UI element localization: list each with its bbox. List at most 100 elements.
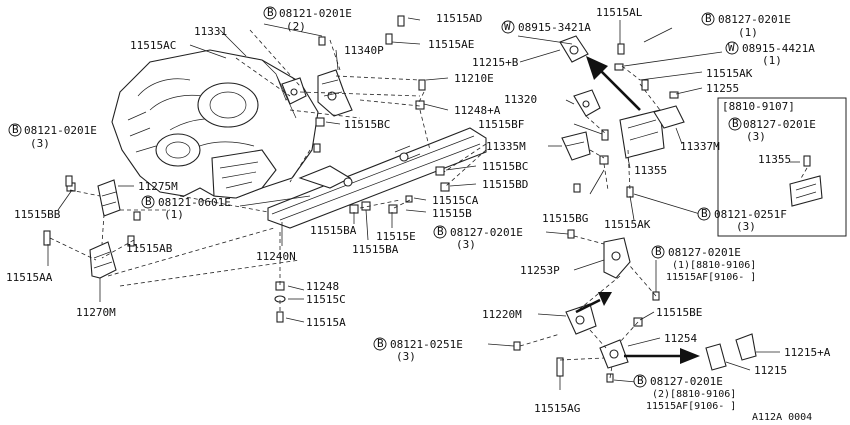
label-08127-0201E-b: 08127-0201E bbox=[650, 375, 723, 388]
inset-bolt-label: 08127-0201E bbox=[743, 118, 816, 131]
washer-prefix-icon: W bbox=[504, 20, 511, 33]
label-11515BA-2: 11515BA bbox=[352, 243, 399, 256]
label-11515A: 11515A bbox=[306, 316, 346, 329]
label-11215A: 11215+A bbox=[784, 346, 831, 359]
label-11515AG: 11515AG bbox=[534, 402, 580, 415]
callout-labels: 11331 11515AC B 08121-0201E (2) 11515AD … bbox=[6, 6, 831, 423]
label-11337M: 11337M bbox=[680, 140, 720, 153]
bolt-prefix-icon: B bbox=[267, 6, 274, 19]
mount-11270M bbox=[89, 241, 117, 279]
label-08121-0251E-qty: (3) bbox=[396, 350, 416, 363]
label-11515AB: 11515AB bbox=[126, 242, 173, 255]
label-11220M: 11220M bbox=[482, 308, 522, 321]
label-11515AD: 11515AD bbox=[436, 12, 482, 25]
direction-arrow-upper bbox=[586, 56, 641, 111]
label-11320: 11320 bbox=[504, 93, 537, 106]
label-11515AK-top: 11515AK bbox=[706, 67, 753, 80]
label-11515BC-left: 11515BC bbox=[344, 118, 390, 131]
label-08127-0201E-mid-qty: (3) bbox=[456, 238, 476, 251]
bolt-prefix-icon: B bbox=[637, 374, 644, 387]
label-11255: 11255 bbox=[706, 82, 739, 95]
label-11248A: 11248+A bbox=[454, 104, 501, 117]
label-08127-0201E-r-qty1: (1)[8810-9106] bbox=[672, 260, 756, 271]
label-11335M: 11335M bbox=[486, 140, 526, 153]
label-08121-0251E: 08121-0251E bbox=[390, 338, 463, 351]
bracket-11253P bbox=[603, 237, 631, 279]
label-11275M: 11275M bbox=[138, 180, 178, 193]
label-11515C: 11515C bbox=[306, 293, 346, 306]
label-08121-0201E-left: 08121-0201E bbox=[24, 124, 97, 137]
upper-bracket-11331 bbox=[281, 77, 307, 105]
bolt-prefix-icon: B bbox=[12, 123, 19, 136]
mount-11254 bbox=[599, 339, 629, 369]
crossmember-part bbox=[267, 127, 487, 229]
washer-prefix-icon: W bbox=[728, 41, 735, 54]
label-11331: 11331 bbox=[194, 25, 227, 38]
direction-arrow-middle bbox=[575, 292, 612, 314]
inset-panel: [8810-9107] B 08127-0201E (3) 11355 bbox=[717, 97, 847, 237]
label-08121-0201E-top-qty: (2) bbox=[286, 20, 306, 33]
bolt-prefix-icon: B bbox=[701, 207, 708, 220]
label-11215: 11215 bbox=[754, 364, 787, 377]
label-08915-3421A: 08915-3421A bbox=[518, 21, 591, 34]
label-11355: 11355 bbox=[634, 164, 667, 177]
label-08121-0251F: 08121-0251F bbox=[714, 208, 787, 221]
label-11215B: 11215+B bbox=[472, 56, 519, 69]
label-11253P: 11253P bbox=[520, 264, 560, 277]
label-08127-0201E-b-qty2: 11515AF[9106- ] bbox=[646, 401, 736, 412]
insulator-11215-pair bbox=[705, 333, 757, 371]
label-08915-4421A: 08915-4421A bbox=[742, 42, 815, 55]
label-11515B: 11515B bbox=[432, 207, 472, 220]
bolt-prefix-icon: B bbox=[655, 245, 662, 258]
hardware-fasteners bbox=[43, 15, 679, 383]
label-08121-0601E: 08121-0601E bbox=[158, 196, 231, 209]
label-11515BC-mid: 11515BC bbox=[482, 160, 528, 173]
label-08121-0251F-qty: (3) bbox=[736, 220, 756, 233]
mount-11220M bbox=[565, 303, 597, 335]
label-08121-0601E-qty: (1) bbox=[164, 208, 184, 221]
label-11515E: 11515E bbox=[376, 230, 416, 243]
label-08127-0201E-mid: 08127-0201E bbox=[450, 226, 523, 239]
label-11515AC: 11515AC bbox=[130, 39, 176, 52]
label-11210E: 11210E bbox=[454, 72, 494, 85]
label-11515AA: 11515AA bbox=[6, 271, 53, 284]
label-11240N: 11240N bbox=[256, 250, 296, 263]
dashed-connection-lines bbox=[49, 29, 661, 379]
engine-block-illustration bbox=[111, 49, 319, 199]
label-11515AE: 11515AE bbox=[428, 38, 474, 51]
label-08127-0201E-tr-qty: (1) bbox=[738, 26, 758, 39]
mount-11335M bbox=[561, 131, 591, 161]
bolt-prefix-icon: B bbox=[145, 195, 152, 208]
mount-11275M bbox=[97, 179, 121, 217]
leader-lines bbox=[47, 17, 780, 390]
bolt-prefix-icon: B bbox=[705, 12, 712, 25]
inset-bolt-qty: (3) bbox=[746, 130, 766, 143]
label-11515AK-bot: 11515AK bbox=[604, 218, 651, 231]
label-11515BB: 11515BB bbox=[14, 208, 61, 221]
label-11515BA-1: 11515BA bbox=[310, 224, 357, 237]
bolt-prefix-icon: B bbox=[377, 337, 384, 350]
label-11515BG: 11515BG bbox=[542, 212, 588, 225]
figure-code: A112A 0004 bbox=[752, 412, 812, 423]
label-11254: 11254 bbox=[664, 332, 697, 345]
inset-date-range: [8810-9107] bbox=[722, 100, 795, 113]
label-08127-0201E-r-qty2: 11515AF[9106- ] bbox=[666, 272, 756, 283]
label-08127-0201E-tr: 08127-0201E bbox=[718, 13, 791, 26]
label-11515AL: 11515AL bbox=[596, 6, 643, 19]
label-11515CA: 11515CA bbox=[432, 194, 479, 207]
label-11515BF: 11515BF bbox=[478, 118, 524, 131]
direction-arrow-lower bbox=[624, 348, 700, 364]
bracket-11355 bbox=[619, 109, 665, 159]
label-11515BE: 11515BE bbox=[656, 306, 702, 319]
label-11515BD: 11515BD bbox=[482, 178, 528, 191]
bolt-prefix-icon: B bbox=[732, 117, 739, 130]
label-08127-0201E-r: 08127-0201E bbox=[668, 246, 741, 259]
label-08121-0201E-top: 08121-0201E bbox=[279, 7, 352, 20]
label-11340P: 11340P bbox=[344, 44, 384, 57]
label-08121-0201E-left-qty: (3) bbox=[30, 137, 50, 150]
bolt-prefix-icon: B bbox=[437, 225, 444, 238]
inset-part-label: 11355 bbox=[758, 153, 791, 166]
label-11270M: 11270M bbox=[76, 306, 116, 319]
label-08915-4421A-qty: (1) bbox=[762, 54, 782, 67]
